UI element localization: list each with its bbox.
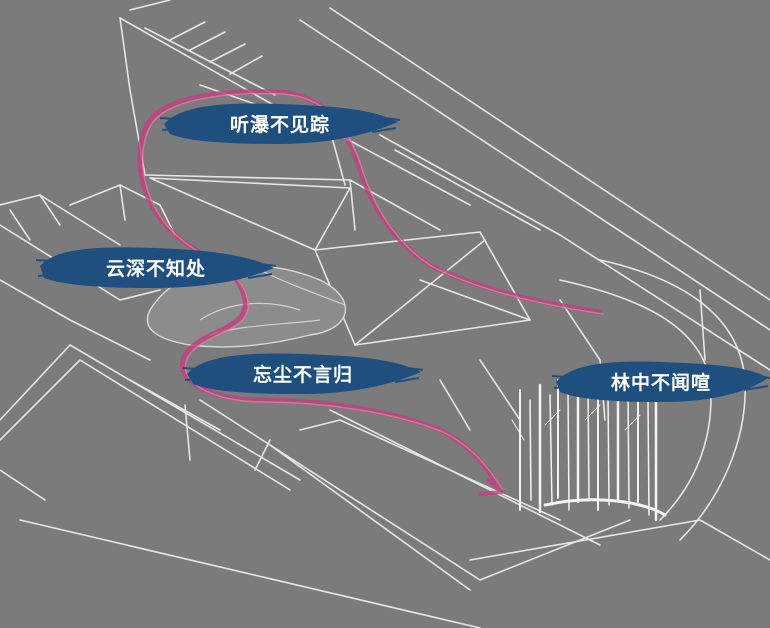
label-text: 听瀑不见踪 [229, 113, 330, 136]
label-yun-shen: 云深不知处 [36, 242, 276, 292]
label-wang-chen: 忘尘不言归 [183, 348, 423, 398]
label-text: 云深不知处 [105, 257, 206, 280]
label-ting-pu: 听瀑不见踪 [160, 98, 400, 148]
brush-stroke-icon [183, 353, 423, 394]
brush-stroke-icon [552, 361, 770, 402]
label-lin-zhong: 林中不闻喧 [552, 356, 770, 406]
label-text: 林中不闻喧 [610, 371, 711, 394]
label-text: 忘尘不言归 [252, 363, 353, 386]
brush-stroke-icon [36, 247, 276, 288]
brush-stroke-icon [160, 103, 400, 144]
tree-grove-icon [511, 376, 667, 522]
route-arrow-icon [137, 89, 604, 496]
